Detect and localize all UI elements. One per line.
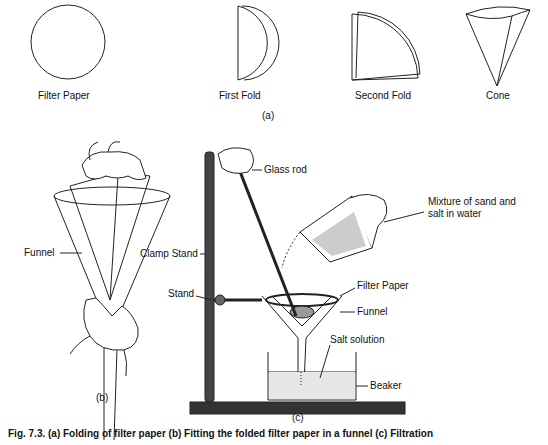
leader-line (384, 212, 424, 222)
part-label: Filter Paper (357, 280, 409, 292)
pour-stream (282, 232, 300, 268)
part-label: Stand (168, 288, 194, 300)
second-fold-base (352, 74, 420, 80)
ring (266, 294, 338, 306)
leader-line (320, 345, 330, 378)
cone-fold (466, 14, 512, 86)
leader-line (356, 386, 368, 387)
part-label: Clamp Stand (140, 248, 198, 260)
part-label: Funnel (357, 306, 388, 318)
part-label: Mixture of sand and salt in water (428, 196, 533, 219)
part-label: Cone (486, 90, 510, 102)
beaker (268, 352, 356, 400)
leader-line (340, 288, 355, 296)
upper-hand (82, 152, 146, 180)
part-label: Second Fold (355, 90, 411, 102)
figure-label: (a) (262, 110, 274, 122)
cone-rim (512, 10, 530, 16)
cone (466, 7, 530, 86)
part-label: Filter Paper (38, 90, 90, 102)
lower-hand (84, 298, 138, 350)
salt-solution (269, 372, 355, 399)
clamp-screw (215, 295, 225, 305)
figure-label: (b) (96, 392, 108, 404)
first-fold (238, 6, 267, 80)
folded-paper (70, 172, 150, 300)
part-label: Funnel (24, 247, 55, 259)
upper-hand-fingers (89, 142, 120, 160)
part-label: Salt solution (330, 334, 384, 346)
hand-beaker (350, 194, 387, 248)
part-label: Beaker (370, 380, 402, 392)
second-fold-edge (356, 12, 420, 78)
hand-rod (218, 148, 254, 174)
leader-line (252, 170, 262, 171)
part-label: First Fold (219, 90, 261, 102)
leader-line (340, 312, 355, 313)
figure-label: (c) (292, 412, 304, 424)
first-fold-edge (242, 6, 279, 80)
leader-line (196, 296, 212, 300)
lower-wrist (70, 336, 127, 376)
second-fold (352, 14, 418, 80)
leader-line (60, 253, 82, 254)
glass-rod (234, 156, 296, 316)
drip (301, 372, 302, 385)
figure-caption: Fig. 7.3. (a) Folding of filter paper (b… (8, 428, 433, 440)
clamp-stand-rod (205, 152, 214, 402)
paper-fold (110, 176, 118, 300)
leader-line (200, 254, 205, 255)
filter-paper-c (272, 296, 332, 326)
part-label: Glass rod (264, 164, 307, 176)
filter-paper-circle (31, 5, 105, 79)
mixture (312, 212, 366, 256)
funnel-c (262, 296, 342, 338)
